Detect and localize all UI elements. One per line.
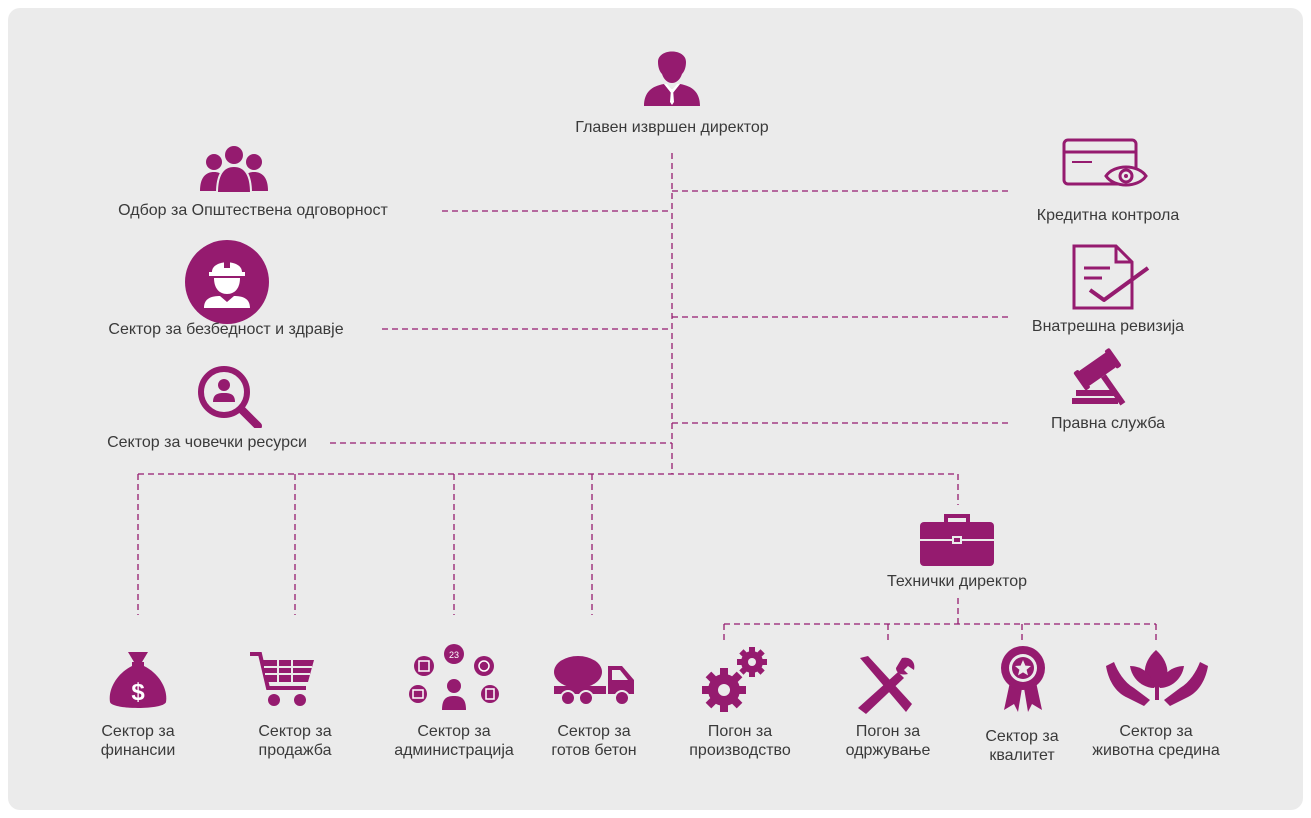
- node-legal-label: Правна служба: [1050, 415, 1166, 432]
- node-audit-label: Внатрешна ревизија: [1031, 318, 1185, 335]
- concrete-label-2: готов бетон: [551, 742, 637, 759]
- environment-label-1: Сектор за: [1119, 723, 1193, 740]
- admin-label-2: администрација: [394, 742, 514, 759]
- gears-icon: [700, 646, 770, 714]
- wrench-screwdriver-icon: [854, 654, 918, 716]
- environment-label-2: животна средина: [1092, 742, 1220, 759]
- shopping-cart-icon: [248, 650, 316, 710]
- diagram-panel: [8, 8, 1303, 810]
- person-search-icon: [196, 364, 264, 428]
- admin-network-icon: 23: [408, 644, 500, 714]
- node-hr-label: Сектор за човечки ресурси: [107, 434, 307, 451]
- card-eye-icon: [1062, 138, 1148, 192]
- document-check-icon: [1072, 244, 1152, 310]
- quality-label-1: Сектор за: [985, 728, 1059, 745]
- node-csr-label: Одбор за Општествена одговорност: [118, 202, 388, 219]
- people-group-icon: [200, 145, 268, 193]
- hands-plant-icon: [1104, 648, 1210, 712]
- businessman-icon: [640, 42, 704, 106]
- maintenance-label-1: Погон за: [855, 723, 921, 740]
- finance-label-2: финансии: [100, 742, 176, 759]
- sales-label-2: продажба: [258, 742, 332, 759]
- quality-badge-icon: [998, 644, 1048, 714]
- admin-label-1: Сектор за: [417, 723, 491, 740]
- quality-label-2: квалитет: [989, 747, 1055, 764]
- svg-text:$: $: [131, 679, 145, 706]
- maintenance-label-2: одржување: [845, 742, 931, 759]
- concrete-mixer-truck-icon: [552, 652, 636, 708]
- finance-label-1: Сектор за: [101, 723, 175, 740]
- money-bag-icon: $: [106, 648, 170, 712]
- sales-label-1: Сектор за: [258, 723, 332, 740]
- node-safety-label: Сектор за безбедност и здравје: [108, 321, 344, 338]
- svg-text:23: 23: [449, 650, 459, 660]
- hardhat-worker-icon: [185, 240, 269, 324]
- production-label-2: производство: [689, 742, 791, 759]
- concrete-label-1: Сектор за: [557, 723, 631, 740]
- briefcase-icon: [918, 512, 996, 568]
- production-label-1: Погон за: [707, 723, 773, 740]
- gavel-icon: [1072, 346, 1144, 406]
- node-tech-label: Технички директор: [886, 573, 1028, 590]
- node-credit-label: Кредитна контрола: [1036, 207, 1180, 224]
- node-ceo-label: Главен извршен директор: [575, 119, 769, 136]
